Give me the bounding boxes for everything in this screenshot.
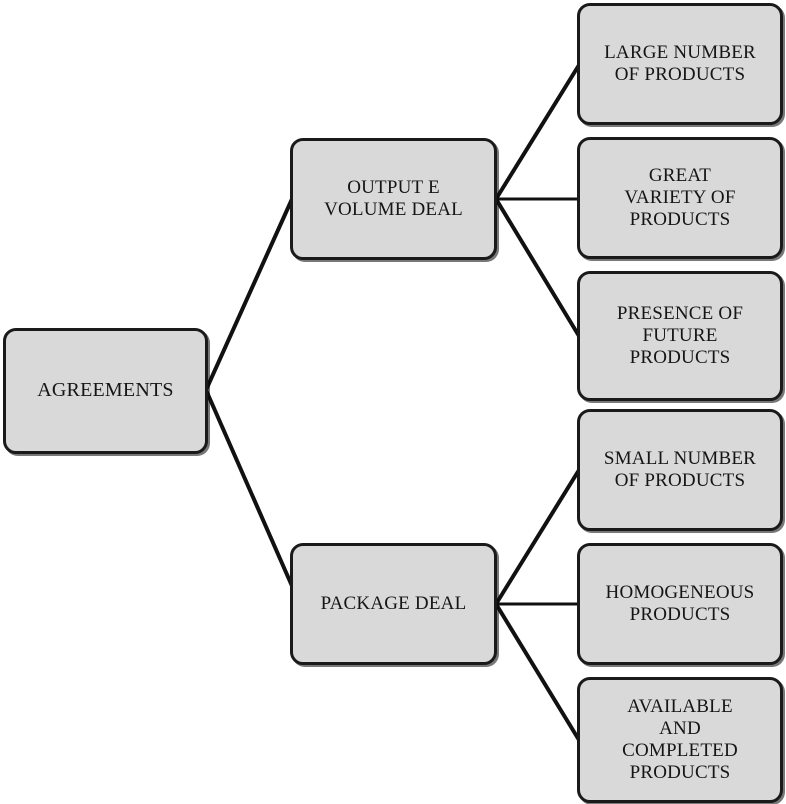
node-output-volume-deal-label: OUTPUT E VOLUME DEAL xyxy=(324,176,463,220)
node-homogeneous-products[interactable]: HOMOGENEOUS PRODUCTS xyxy=(577,543,783,665)
node-presence-of-future-products-label: PRESENCE OF FUTURE PRODUCTS xyxy=(616,302,744,369)
connector-package-to-available xyxy=(494,602,581,742)
node-large-number-of-products[interactable]: LARGE NUMBER OF PRODUCTS xyxy=(577,3,783,125)
node-package-deal-label: PACKAGE DEAL xyxy=(320,592,467,614)
connector-agreements-to-output xyxy=(204,198,294,391)
node-small-number-of-products-label: SMALL NUMBER OF PRODUCTS xyxy=(603,447,757,491)
connector-package-to-small xyxy=(494,468,581,606)
node-great-variety-of-products[interactable]: GREAT VARIETY OF PRODUCTS xyxy=(577,137,783,259)
node-large-number-of-products-label: LARGE NUMBER OF PRODUCTS xyxy=(604,41,756,85)
connector-output-to-large xyxy=(494,63,581,201)
node-small-number-of-products[interactable]: SMALL NUMBER OF PRODUCTS xyxy=(577,409,783,531)
node-great-variety-of-products-label: GREAT VARIETY OF PRODUCTS xyxy=(624,164,736,231)
connector-agreements-to-package xyxy=(204,389,294,587)
node-output-volume-deal[interactable]: OUTPUT E VOLUME DEAL xyxy=(290,138,497,260)
node-package-deal[interactable]: PACKAGE DEAL xyxy=(290,543,497,665)
connector-output-to-future xyxy=(494,197,581,338)
node-available-and-completed-products-label: AVAILABLE AND COMPLETED PRODUCTS xyxy=(622,695,738,784)
node-presence-of-future-products[interactable]: PRESENCE OF FUTURE PRODUCTS xyxy=(577,271,783,401)
node-homogeneous-products-label: HOMOGENEOUS PRODUCTS xyxy=(605,581,755,625)
node-available-and-completed-products[interactable]: AVAILABLE AND COMPLETED PRODUCTS xyxy=(577,677,783,803)
node-agreements[interactable]: AGREEMENTS xyxy=(3,328,208,454)
node-agreements-label: AGREEMENTS xyxy=(37,379,174,402)
